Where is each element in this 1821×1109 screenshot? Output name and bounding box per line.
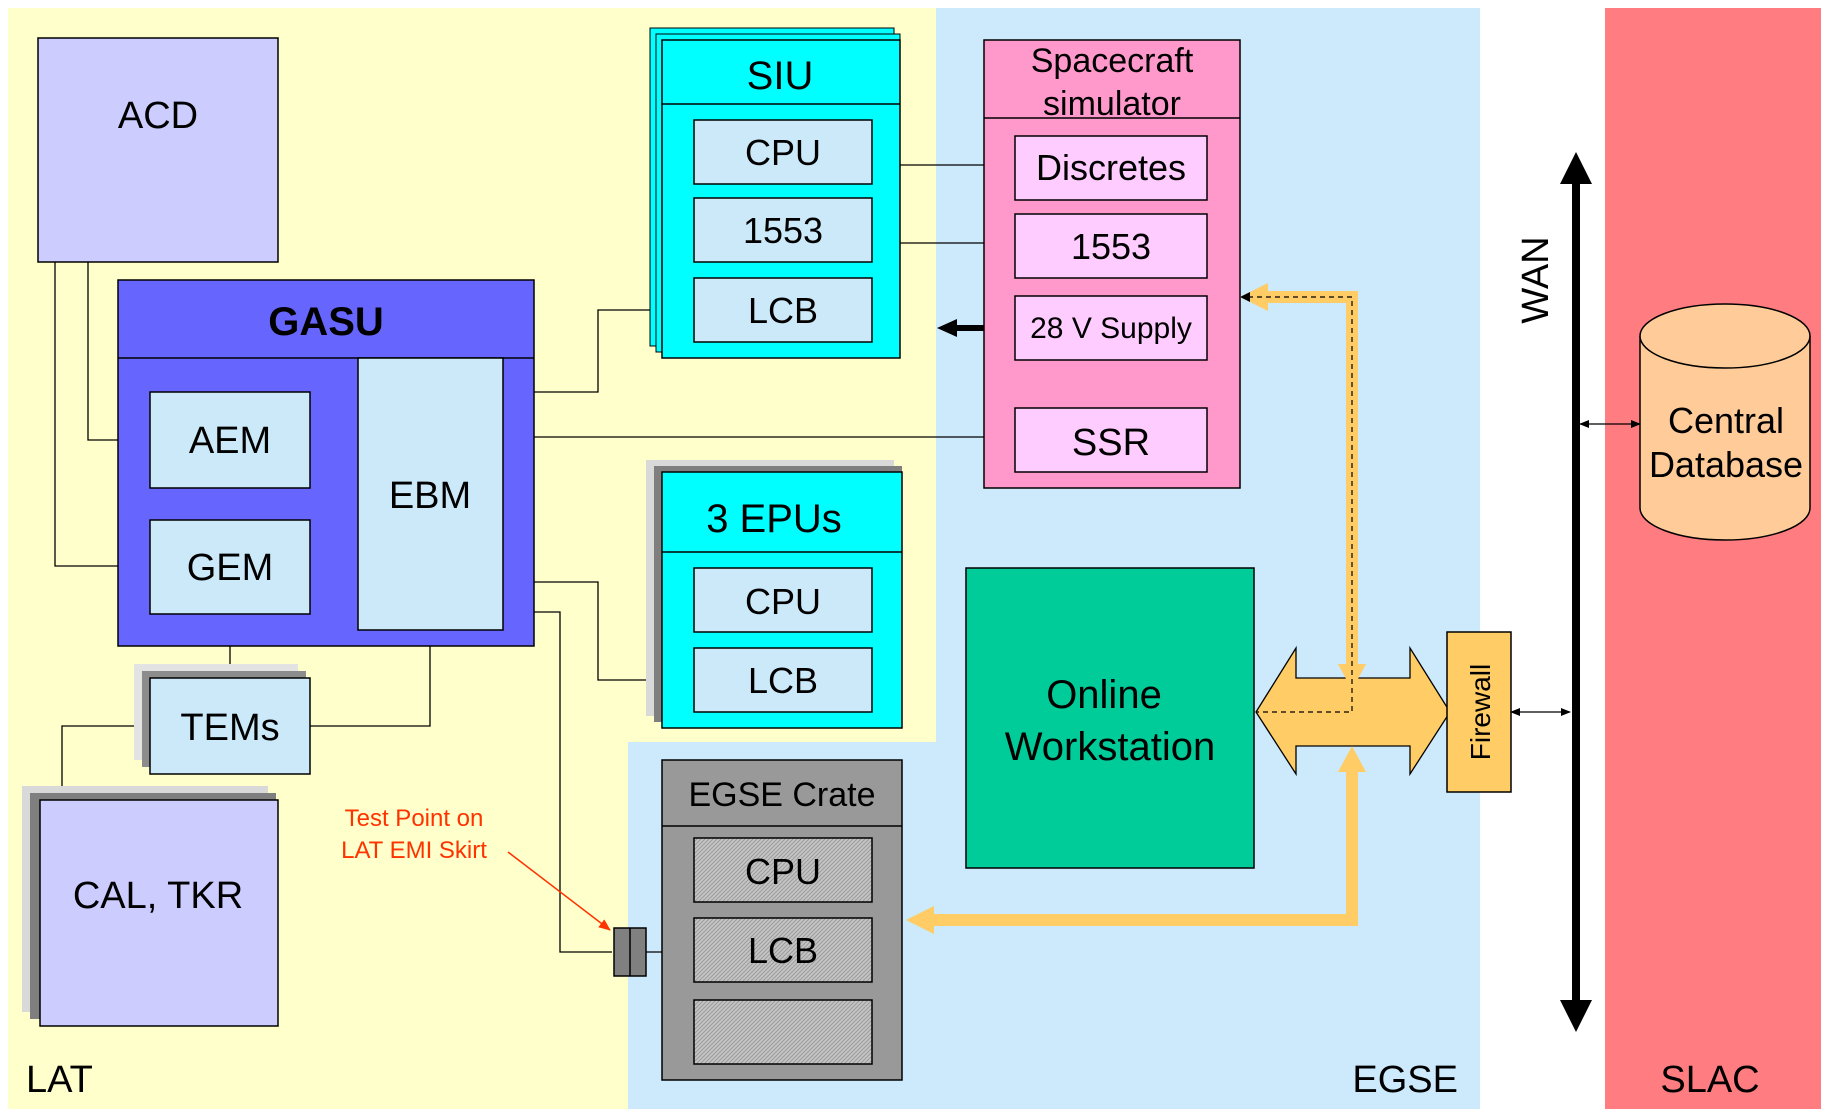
aem-box bbox=[149, 391, 311, 489]
online-workstation-block: Online Workstation bbox=[965, 567, 1255, 869]
crate-empty-slot bbox=[693, 999, 873, 1065]
epu-cpu-box bbox=[693, 567, 873, 633]
test-point-line1: Test Point on bbox=[345, 805, 484, 832]
ssr-label: SSR bbox=[1072, 422, 1150, 464]
spacecraft-simulator-block: Spacecraft simulator Discretes 1553 28 V… bbox=[983, 39, 1241, 489]
firewall-block: Firewall bbox=[1446, 631, 1512, 793]
gasu-block: GASU AEM GEM EBM bbox=[117, 279, 535, 647]
crate-lcb-box bbox=[693, 917, 873, 983]
spacecraft-title-line1: Spacecraft bbox=[1031, 42, 1194, 80]
discretes-label: Discretes bbox=[1036, 147, 1186, 188]
ebm-box bbox=[357, 357, 504, 631]
gem-box bbox=[149, 519, 311, 615]
siu-block: SIU CPU 1553 LCB bbox=[649, 27, 901, 359]
crate-cpu-label: CPU bbox=[745, 851, 821, 892]
egse-crate-block: EGSE Crate CPU LCB bbox=[661, 759, 903, 1081]
test-point-line2: LAT EMI Skirt bbox=[341, 837, 487, 864]
aem-label: AEM bbox=[189, 420, 271, 462]
supply-label: 28 V Supply bbox=[1030, 312, 1192, 345]
epus-title: 3 EPUs bbox=[706, 497, 842, 541]
workstation-line2: Workstation bbox=[1005, 725, 1215, 769]
acd-block: ACD bbox=[37, 37, 279, 263]
epu-lcb-label: LCB bbox=[748, 660, 818, 701]
egse-crate-title: EGSE Crate bbox=[688, 776, 875, 814]
slac-region-label: SLAC bbox=[1660, 1059, 1759, 1101]
firewall-label: Firewall bbox=[1465, 664, 1496, 760]
spacecraft-title-line2: simulator bbox=[1043, 85, 1181, 123]
workstation-line1: Online bbox=[1046, 673, 1162, 717]
cal-tkr-label: CAL, TKR bbox=[73, 875, 243, 917]
cal-tkr-block: CAL, TKR bbox=[22, 786, 279, 1027]
slac-region bbox=[1605, 8, 1821, 1109]
wan-bus: WAN bbox=[1515, 152, 1592, 1032]
siu-lcb-label: LCB bbox=[748, 290, 818, 331]
epus-block: 3 EPUs CPU LCB bbox=[646, 460, 903, 729]
lat-region-label: LAT bbox=[26, 1059, 93, 1101]
siu-cpu-box bbox=[693, 119, 873, 185]
egse-region-label: EGSE bbox=[1352, 1059, 1458, 1101]
siu-title: SIU bbox=[747, 54, 814, 98]
sc-1553-box bbox=[1014, 213, 1208, 279]
database-line2: Database bbox=[1649, 444, 1803, 485]
sc-1553-label: 1553 bbox=[1071, 226, 1151, 267]
epu-lcb-box bbox=[693, 647, 873, 713]
supply-box bbox=[1014, 295, 1208, 361]
epu-cpu-label: CPU bbox=[745, 581, 821, 622]
gasu-title: GASU bbox=[268, 300, 384, 344]
ssr-box bbox=[1014, 407, 1208, 473]
siu-1553-label: 1553 bbox=[743, 210, 823, 251]
crate-lcb-label: LCB bbox=[748, 930, 818, 971]
crate-cpu-box bbox=[693, 837, 873, 903]
tems-label: TEMs bbox=[180, 707, 279, 749]
discretes-box bbox=[1014, 135, 1208, 201]
wan-label: WAN bbox=[1515, 236, 1557, 323]
ebm-label: EBM bbox=[389, 475, 471, 517]
gem-label: GEM bbox=[187, 547, 274, 589]
siu-cpu-label: CPU bbox=[745, 132, 821, 173]
central-database: Central Database bbox=[1639, 303, 1811, 541]
tems-block: TEMs bbox=[134, 664, 311, 775]
network-links bbox=[906, 283, 1451, 934]
siu-lcb-box bbox=[693, 277, 873, 343]
siu-1553-box bbox=[693, 197, 873, 263]
acd-label: ACD bbox=[118, 95, 198, 137]
test-point-connector bbox=[613, 927, 647, 977]
database-line1: Central bbox=[1668, 400, 1784, 441]
test-point-annotation: Test Point on LAT EMI Skirt bbox=[341, 805, 611, 931]
